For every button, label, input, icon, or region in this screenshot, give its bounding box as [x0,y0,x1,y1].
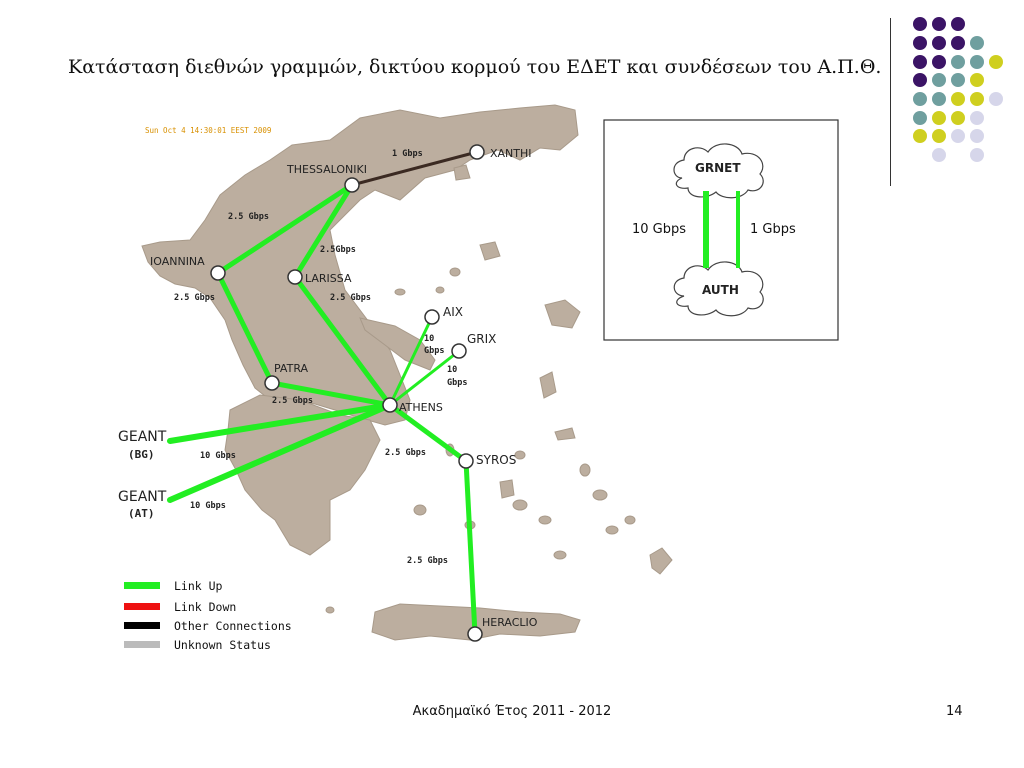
node-aix [424,309,440,325]
node-larissa [287,269,303,285]
node-thessaloniki [344,177,360,193]
label-link-thess-xanthi: 1 Gbps [392,149,423,159]
label-link-grix-gbps: Gbps [447,378,467,388]
inset-label-1gbps: 1 Gbps [750,222,796,237]
label-link-geant-bg: 10 Gbps [200,451,236,461]
label-syros: SYROS [476,453,516,467]
link-geant-at [167,402,393,503]
links [167,150,479,637]
label-link-thess-larissa: 2.5Gbps [320,245,356,255]
label-link-thess-ioannina: 2.5 Gbps [228,212,269,222]
label-link-grix-10: 10 [447,365,457,375]
link-patra-athens [269,380,393,408]
label-link-syros-heraclio: 2.5 Gbps [407,556,448,566]
link-geant-bg [167,402,393,444]
label-link-geant-at: 10 Gbps [190,501,226,511]
label-patra: PATRA [274,362,309,375]
link-thessaloniki-larissa [292,182,355,280]
geant-labels: GEANT (BG) GEANT (AT) [118,429,167,520]
inset-label-10gbps: 10 Gbps [632,222,686,237]
node-patra [264,375,280,391]
legend-swatch-unknown [124,641,160,648]
label-link-aix-10: 10 [424,334,434,344]
node-athens [382,397,398,413]
label-ioannina: IOANNINA [150,255,205,268]
label-geant-bg-name: GEANT [118,429,167,445]
label-geant-at-country: (AT) [128,507,155,520]
label-link-athens-syros: 2.5 Gbps [385,448,426,458]
thasos [453,164,471,181]
link-thessaloniki-xanthi [350,150,479,187]
label-link-larissa-athens: 2.5 Gbps [330,293,371,303]
legend-swatch-link-up [124,582,160,589]
network-map: Sun Oct 4 14:30:01 EEST 2009 THESSALONIK… [118,104,839,652]
legend-label-link-down: Link Down [174,600,236,614]
chios [539,371,557,399]
legend-label-unknown: Unknown Status [174,638,271,652]
inset-label-auth: AUTH [702,283,739,297]
city-labels: THESSALONIKI XANTHI IOANNINA LARISSA AIX… [150,147,538,629]
decorative-dot-grid [913,17,1003,162]
label-xanthi: XANTHI [490,147,532,160]
link-ioannina-patra [215,270,275,386]
label-link-aix-gbps: Gbps [424,346,444,356]
legend-label-link-up: Link Up [174,579,223,593]
evia [359,317,436,371]
nodes [210,144,485,642]
label-link-ioannina-patra: 2.5 Gbps [174,293,215,303]
dot-grid [913,17,1003,162]
legend-label-other: Other Connections [174,619,292,633]
rhodes [649,547,673,575]
node-syros [458,453,474,469]
label-thessaloniki: THESSALONIKI [286,163,367,176]
legend-swatch-link-down [124,603,160,610]
lemnos [479,241,501,261]
node-heraclio [467,626,483,642]
label-geant-at-name: GEANT [118,489,167,505]
legend: Link Up Link Down Other Connections Unkn… [124,579,292,652]
lesvos [544,299,581,329]
label-grix: GRIX [467,332,496,346]
inset-diagram: GRNET AUTH 10 Gbps 1 Gbps [603,119,839,341]
node-xanthi [469,144,485,160]
legend-swatch-other [124,622,160,629]
link-aix-athens [388,315,434,407]
title-divider [890,18,891,186]
samos [554,427,576,441]
grnet-cloud [673,143,764,199]
label-aix: AIX [443,305,463,319]
map-timestamp: Sun Oct 4 14:30:01 EEST 2009 [145,126,271,135]
label-heraclio: HERACLIO [482,616,538,629]
inset-label-grnet: GRNET [695,161,741,175]
node-grix [451,343,467,359]
label-link-patra-athens: 2.5 Gbps [272,396,313,406]
link-thessaloniki-ioannina [215,182,355,276]
naxos [499,479,515,499]
auth-cloud [673,261,764,317]
page-number: 14 [946,704,963,719]
node-ioannina [210,265,226,281]
label-larissa: LARISSA [305,272,352,285]
link-syros-heraclio [463,458,478,637]
link-larissa-athens [292,274,393,408]
footer-academic-year: Ακαδημαϊκό Έτος 2011 - 2012 [412,704,612,719]
link-athens-syros [387,402,469,464]
slide-title: Κατάσταση διεθνών γραμμών, δικτύου κορμο… [68,56,882,78]
label-geant-bg-country: (BG) [128,448,155,461]
label-athens: ATHENS [399,401,443,414]
link-grix-athens [388,349,461,407]
link-labels: 1 Gbps 2.5 Gbps 2.5Gbps 2.5 Gbps 2.5 Gbp… [174,149,467,566]
